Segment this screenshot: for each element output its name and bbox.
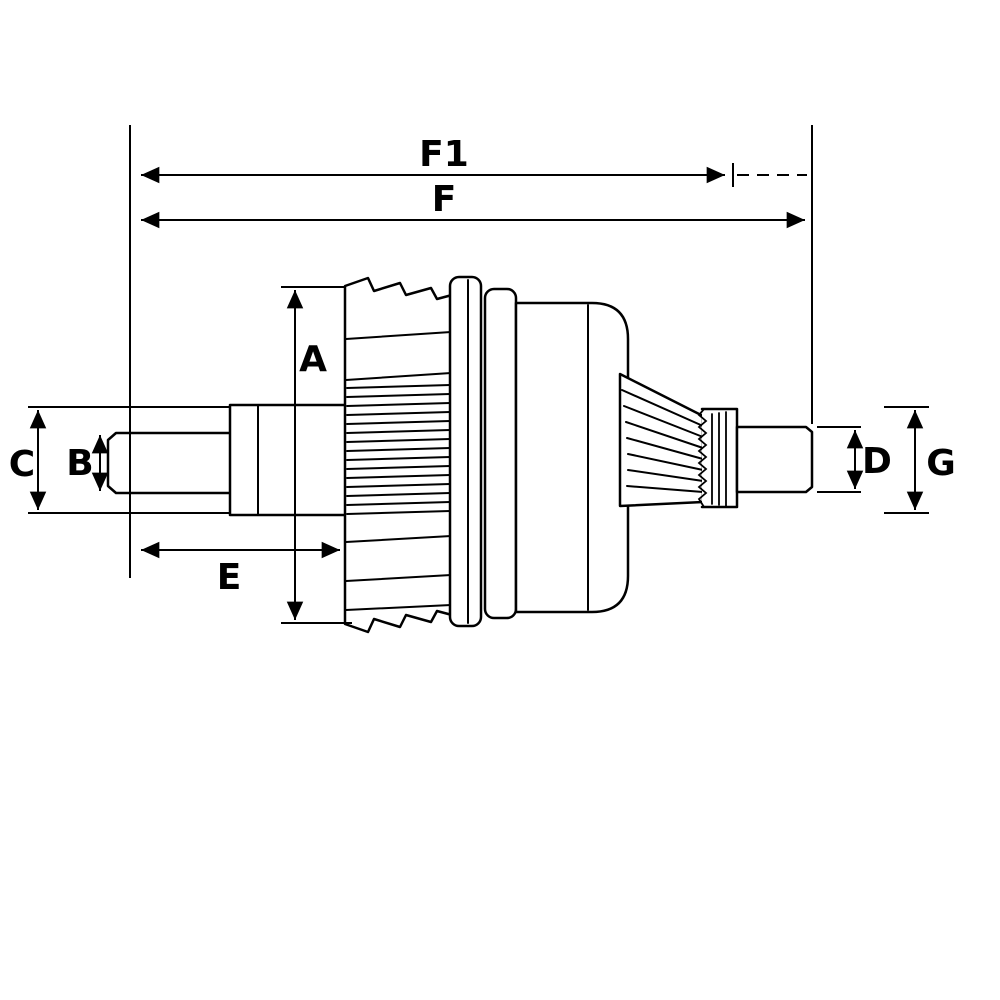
dimension-lines bbox=[28, 125, 929, 624]
dim-label-f: F bbox=[432, 179, 457, 220]
dim-label-f1: F1 bbox=[419, 134, 469, 175]
dim-label-c: C bbox=[9, 444, 35, 485]
clutch-housing bbox=[514, 301, 630, 614]
right-shaft bbox=[735, 425, 814, 494]
dimension-labels: F1 F A B C D E G bbox=[9, 134, 956, 598]
dim-label-a: A bbox=[299, 339, 327, 380]
shaft-collar bbox=[228, 403, 349, 517]
flange-ring-2 bbox=[483, 287, 518, 620]
left-shaft bbox=[106, 431, 234, 495]
spline-collar-tooth-edge bbox=[697, 408, 708, 508]
dim-label-e: E bbox=[217, 557, 242, 598]
pinion-cone-spline-lines bbox=[621, 389, 704, 493]
dim-label-d: D bbox=[862, 441, 892, 482]
clutch-gear-facet-lines bbox=[345, 331, 452, 611]
flange-ring-1 bbox=[448, 275, 483, 628]
pinion-assembly-drawing bbox=[106, 275, 814, 634]
spline-collar-tooth-lines bbox=[711, 411, 727, 507]
dim-label-b: B bbox=[66, 443, 93, 484]
clutch-gear-teeth-lines bbox=[346, 384, 451, 515]
dim-label-g: G bbox=[926, 443, 956, 484]
